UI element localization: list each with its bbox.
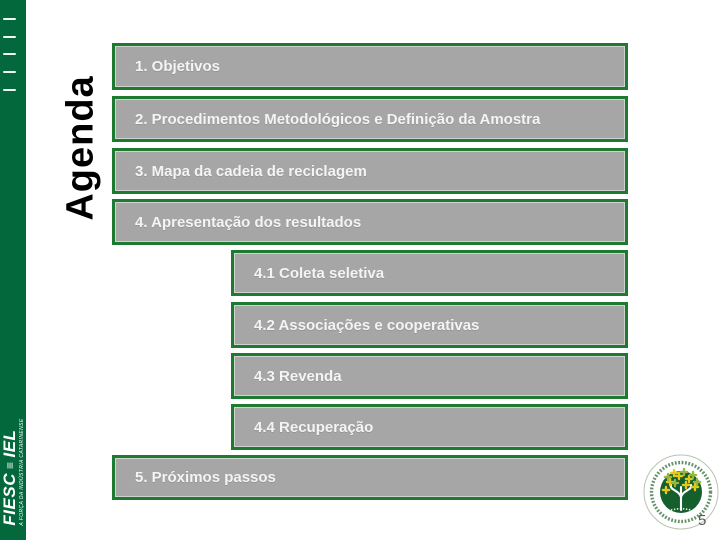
brand-fiesc-label: FIESC	[0, 473, 19, 526]
agenda-item-2: 2. Procedimentos Metodológicos e Definiç…	[112, 96, 628, 142]
page-number: 5	[698, 512, 707, 529]
agenda-item-4: 4. Apresentação dos resultados	[112, 199, 628, 245]
tick-mark-icon	[3, 53, 16, 55]
brand-separator-icon: ≡	[2, 461, 17, 470]
tick-mark-icon	[3, 36, 16, 38]
agenda-section-title: Agenda	[59, 75, 102, 221]
agenda-item-label: 1. Objetivos	[135, 58, 221, 75]
agenda-item-4-2: 4.2 Associações e cooperativas	[231, 302, 628, 348]
tick-mark-icon	[3, 71, 16, 73]
brand-iel-label: IEL	[0, 429, 19, 458]
agenda-item-5: 5. Próximos passos	[112, 455, 628, 500]
agenda-item-label: 3. Mapa da cadeia de reciclagem	[135, 162, 367, 180]
agenda-item-3: 3. Mapa da cadeia de reciclagem	[112, 148, 628, 194]
agenda-item-label: 4. Apresentação dos resultados	[135, 213, 362, 231]
tree-stamp-logo	[643, 454, 719, 530]
brand-row: FIESC ≡ IEL	[0, 418, 19, 526]
agenda-item-label: 4.1 Coleta seletiva	[254, 264, 385, 282]
brand-tagline: A FORÇA DA INDÚSTRIA CATARINENSE	[19, 418, 25, 526]
agenda-item-1: 1. Objetivos	[112, 43, 628, 90]
agenda-item-label: 2. Procedimentos Metodológicos e Definiç…	[135, 110, 541, 128]
agenda-item-label: 4.2 Associações e cooperativas	[254, 316, 480, 334]
agenda-item-label: 5. Próximos passos	[135, 469, 276, 486]
agenda-item-4-1: 4.1 Coleta seletiva	[231, 250, 628, 296]
agenda-item-4-3: 4.3 Revenda	[231, 353, 628, 399]
seal-ring-text	[649, 460, 713, 524]
agenda-item-4-4: 4.4 Recuperação	[231, 404, 628, 450]
tick-mark-icon	[3, 18, 16, 20]
sidebar-green-bar: FIESC ≡ IEL A FORÇA DA INDÚSTRIA CATARIN…	[0, 0, 26, 540]
agenda-item-label: 4.3 Revenda	[254, 367, 342, 385]
agenda-item-label: 4.4 Recuperação	[254, 418, 374, 436]
tick-mark-icon	[3, 89, 16, 91]
fiesc-iel-logo: FIESC ≡ IEL A FORÇA DA INDÚSTRIA CATARIN…	[0, 418, 25, 526]
